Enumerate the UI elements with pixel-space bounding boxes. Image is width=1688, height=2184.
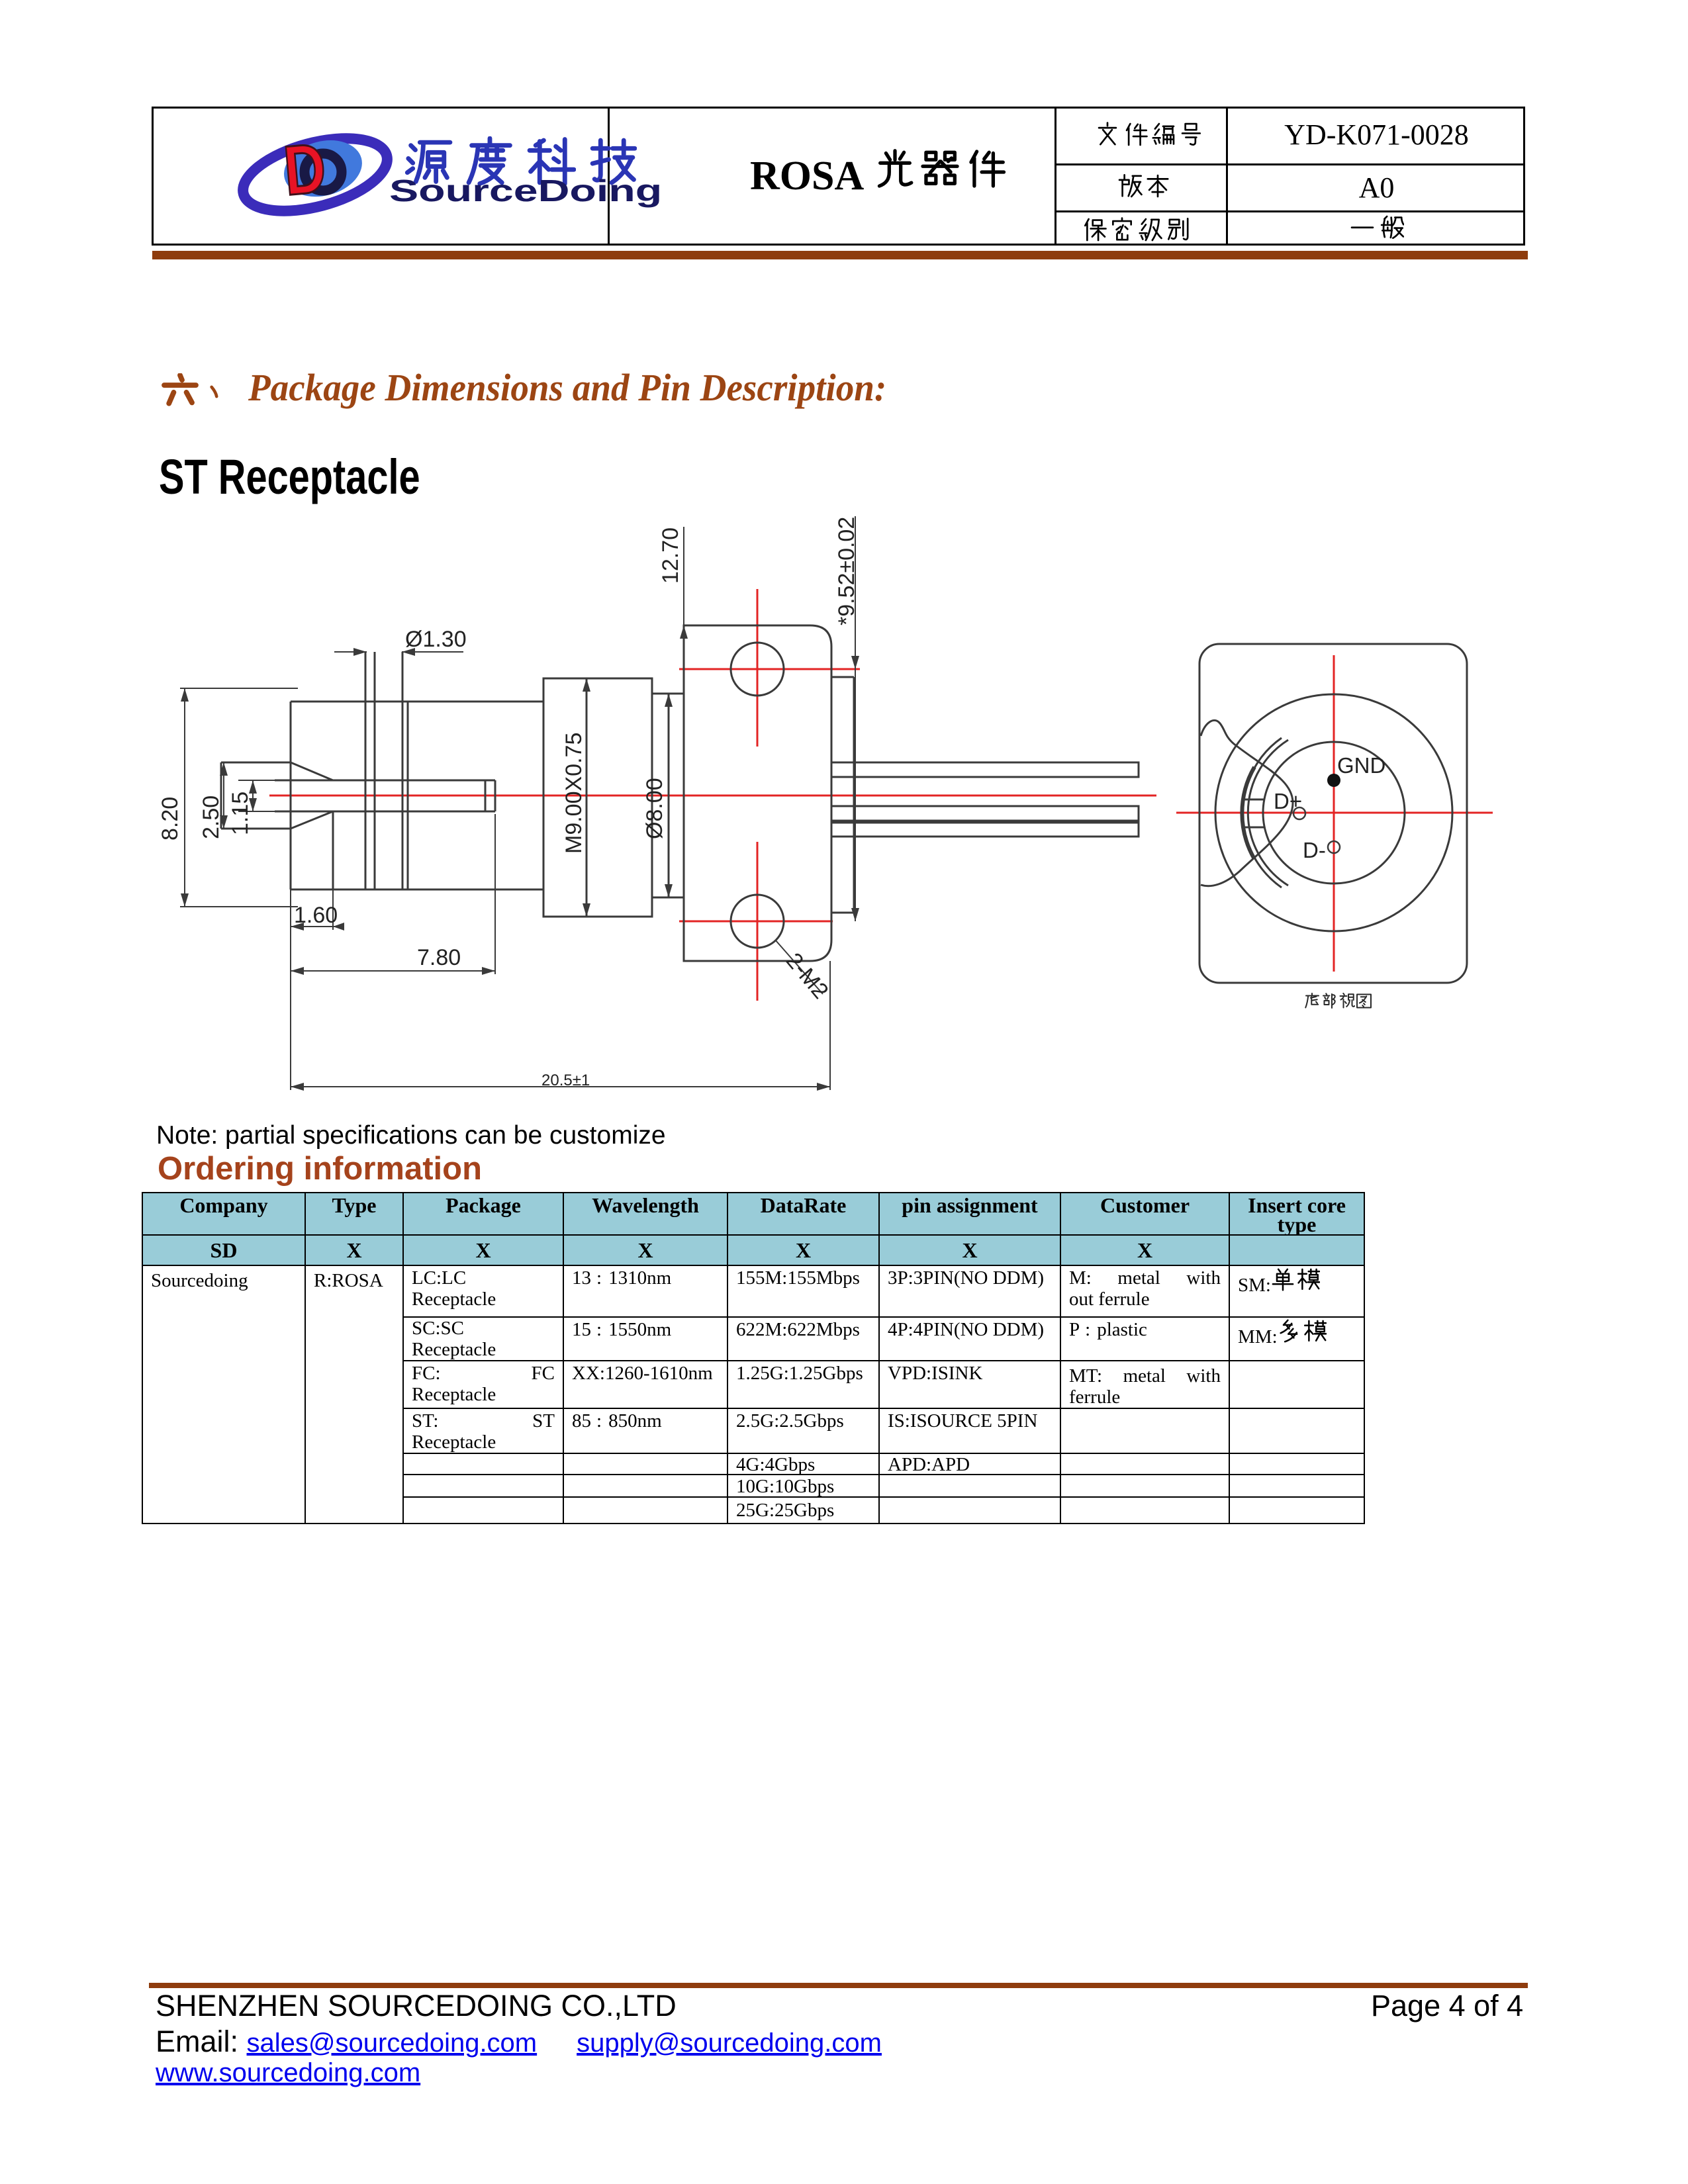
svg-text:D: D: [281, 128, 329, 210]
svg-text:Ø1.30: Ø1.30: [405, 627, 467, 652]
svg-text:8.20: 8.20: [158, 797, 183, 841]
svg-text:7.80: 7.80: [417, 945, 461, 970]
svg-text:Ø8.00: Ø8.00: [642, 778, 667, 839]
svg-text:12.70: 12.70: [658, 527, 683, 584]
svg-text:1.60: 1.60: [294, 903, 338, 928]
svg-text:*9.52±0.02: *9.52±0.02: [834, 517, 859, 625]
svg-text:D-: D-: [1303, 838, 1326, 862]
svg-text:D+: D+: [1274, 789, 1302, 813]
svg-text:M9.00X0.75: M9.00X0.75: [561, 733, 586, 854]
svg-text:GND: GND: [1337, 753, 1385, 778]
svg-text:1.15: 1.15: [228, 792, 253, 835]
svg-text:20.5±1: 20.5±1: [541, 1071, 590, 1089]
svg-text:2.50: 2.50: [199, 796, 224, 839]
